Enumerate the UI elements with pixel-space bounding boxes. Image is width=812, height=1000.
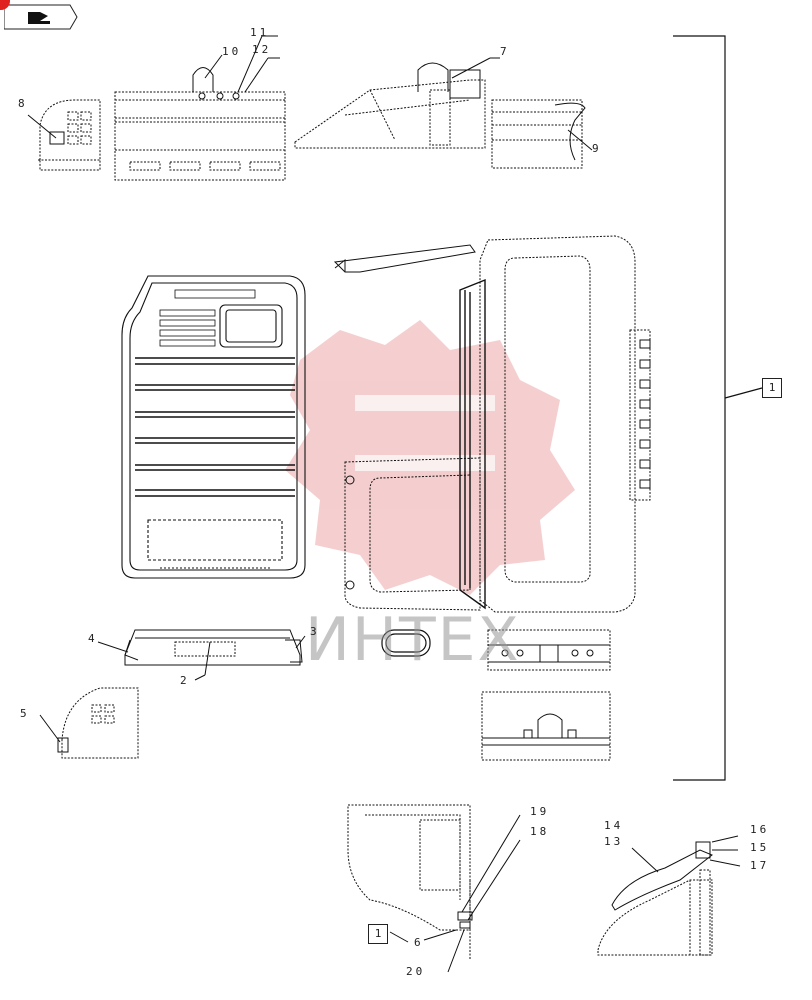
callout-3[interactable]: 3 [310, 625, 320, 638]
callout-5[interactable]: 5 [20, 707, 30, 720]
latch-bottom-detail [481, 691, 611, 761]
callout-19[interactable]: 19 [530, 805, 550, 818]
red-circle-icon [0, 0, 10, 10]
watermark-text: ИНТЕХ [305, 605, 521, 675]
detail-10-12 [114, 91, 286, 181]
callout-15[interactable]: 15 [750, 841, 770, 854]
group-bracket [673, 35, 763, 781]
watermark-gear [285, 320, 575, 595]
callout-16[interactable]: 16 [750, 823, 770, 836]
detail-5 [61, 687, 139, 759]
hinge-strip-detail [487, 629, 611, 671]
callout-6[interactable]: 6 [414, 936, 424, 949]
detail-8 [38, 99, 101, 171]
callout-11[interactable]: 11 [250, 26, 270, 39]
callout-7[interactable]: 7 [500, 45, 510, 58]
bolt-6 [389, 814, 521, 973]
callout-18[interactable]: 18 [530, 825, 550, 838]
detail-9 [491, 99, 583, 169]
seal-9 [554, 102, 593, 161]
latch-10 [192, 35, 280, 100]
clamp-7 [417, 57, 500, 99]
cover-top-view [121, 275, 306, 579]
gasket-ring [381, 629, 431, 657]
detail-18-20 [347, 804, 471, 960]
callout-9[interactable]: 9 [592, 142, 602, 155]
callout-20[interactable]: 20 [406, 965, 426, 978]
callout-4[interactable]: 4 [88, 632, 98, 645]
boxed-callout-main[interactable]: 1 [762, 378, 782, 398]
callout-12[interactable]: 12 [252, 43, 272, 56]
detail-7 [294, 79, 486, 149]
callout-8[interactable]: 8 [18, 97, 28, 110]
callout-14[interactable]: 14 [604, 819, 624, 832]
callout-10[interactable]: 10 [222, 45, 242, 58]
callout-13[interactable]: 13 [604, 835, 624, 848]
callout-2[interactable]: 2 [180, 674, 190, 687]
callout-17[interactable]: 17 [750, 859, 770, 872]
main-assembly [333, 235, 651, 613]
header-tab[interactable] [4, 4, 78, 30]
detail-2-4 [97, 629, 306, 681]
detail-13-17 [597, 869, 713, 956]
handle-13 [611, 835, 741, 911]
book-arrow-icon [28, 12, 50, 24]
boxed-callout-detail[interactable]: 1 [368, 924, 388, 944]
